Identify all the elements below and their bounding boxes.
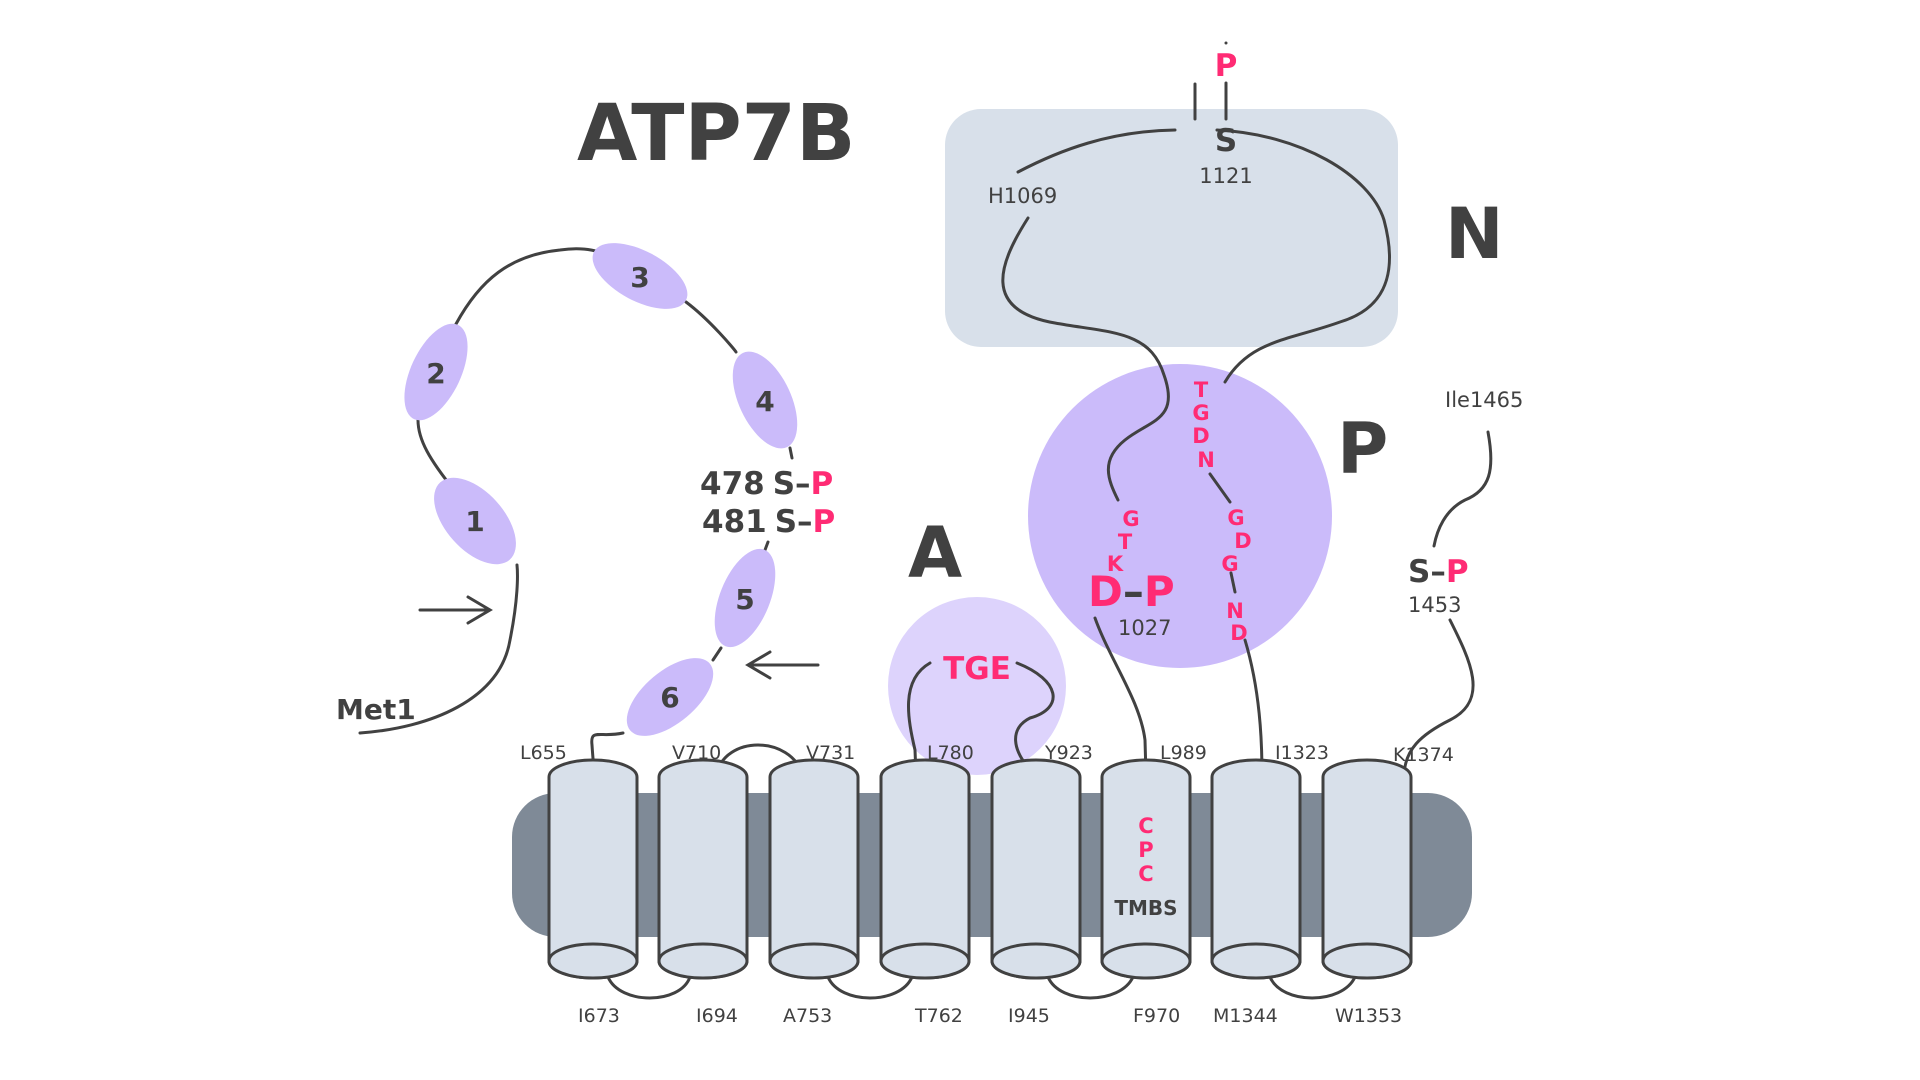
svg-text:K: K [1107, 552, 1124, 576]
svg-text:N: N [1197, 448, 1215, 472]
svg-text:C: C [1138, 814, 1153, 838]
h1069-label: H1069 [988, 184, 1057, 208]
svg-text:G: G [1122, 507, 1139, 531]
a-domain-circle [888, 597, 1066, 775]
n-domain-phospho: P [1215, 48, 1238, 84]
aspartyl-phosphate: D–P [1088, 567, 1175, 616]
mbd-label-3: 3 [630, 261, 649, 294]
top-residue-label: V731 [806, 742, 855, 764]
mbd-ellipse-4 [732, 351, 798, 449]
bottom-residue-label: T762 [914, 1005, 963, 1027]
top-residue-label: L655 [520, 742, 567, 764]
n-domain-label: N [1445, 193, 1504, 275]
n-terminus-label: Met1 [336, 693, 416, 726]
svg-text:G: G [1227, 506, 1244, 530]
bottom-residue-label: M1344 [1213, 1005, 1278, 1027]
svg-text:D: D [1234, 529, 1251, 553]
mbd-label-4: 4 [755, 385, 774, 418]
bottom-residue-labels: I673 I694 A753 T762 I945 F970 M1344 W1353 [578, 1005, 1402, 1027]
top-residue-label: K1374 [1393, 744, 1454, 766]
tm-helix-5 [990, 758, 1082, 980]
mbd-group: 1 2 3 4 5 6 [404, 243, 798, 736]
p-domain-right-motif-bottom: G D G N D [1221, 506, 1251, 645]
top-residue-label: Y923 [1044, 742, 1093, 764]
transmembrane-helices [547, 758, 1413, 980]
tm-helix-6 [1100, 758, 1192, 980]
svg-text:P: P [1138, 838, 1153, 862]
p-domain-left-motif: G T K [1107, 507, 1140, 576]
bottom-residue-label: A753 [783, 1005, 832, 1027]
top-residue-label: L780 [927, 742, 974, 764]
a-domain-label: A [908, 512, 962, 594]
mbd-ellipse-2 [404, 323, 468, 421]
p-domain-label: P [1337, 408, 1388, 490]
tm-helix-8 [1321, 758, 1413, 980]
n-domain-serine-number: 1121 [1199, 164, 1252, 188]
diagram-title: ATP7B [577, 89, 855, 179]
bottom-residue-label: I694 [696, 1005, 738, 1027]
n-domain-serine: S [1215, 123, 1237, 159]
tmbs-label: TMBS [1114, 896, 1177, 920]
phosphosite-1453: S–P [1408, 554, 1469, 590]
bottom-residue-label: I673 [578, 1005, 620, 1027]
p-domain-circle [1028, 364, 1332, 668]
mbd-ellipse-5 [714, 548, 776, 648]
tm-helix-1 [547, 758, 639, 980]
bottom-residue-label: F970 [1133, 1005, 1180, 1027]
mbd-label-5: 5 [735, 583, 754, 616]
svg-text:C: C [1138, 862, 1153, 886]
n-domain-box [945, 109, 1398, 347]
svg-text:T: T [1118, 530, 1133, 554]
mbd-label-1: 1 [465, 505, 484, 538]
tm-helix-3 [768, 758, 860, 980]
tm-helix-7 [1210, 758, 1302, 980]
top-residue-label: V710 [672, 742, 721, 764]
tm-helix-2 [657, 758, 749, 980]
top-residue-label: I1323 [1275, 742, 1329, 764]
mbd-label-6: 6 [660, 681, 679, 714]
bottom-residue-label: I945 [1008, 1005, 1050, 1027]
bottom-residue-label: W1353 [1335, 1005, 1402, 1027]
tm-helix-4 [879, 758, 971, 980]
p-domain-right-motif-top: T G D N [1192, 378, 1215, 472]
s1453-number: 1453 [1408, 593, 1461, 617]
top-residue-labels: L655 V710 V731 L780 Y923 L989 I1323 K1374 [520, 742, 1454, 766]
tmbs-motif: C P C [1138, 814, 1153, 886]
d1027-number: 1027 [1118, 616, 1171, 640]
mbd-ellipse-1 [434, 477, 516, 565]
svg-text:T: T [1194, 378, 1209, 402]
svg-text:D: D [1192, 424, 1209, 448]
svg-text:G: G [1192, 401, 1209, 425]
svg-text:D: D [1230, 621, 1247, 645]
svg-text:G: G [1221, 552, 1238, 576]
c-terminus-label: Ile1465 [1445, 388, 1523, 412]
svg-text:N: N [1226, 599, 1244, 623]
mbd-ellipse-3 [592, 243, 688, 309]
tge-motif: TGE [943, 651, 1011, 687]
top-residue-label: L989 [1160, 742, 1207, 764]
mbd-ellipse-6 [626, 658, 714, 736]
mbd-label-2: 2 [426, 357, 445, 390]
